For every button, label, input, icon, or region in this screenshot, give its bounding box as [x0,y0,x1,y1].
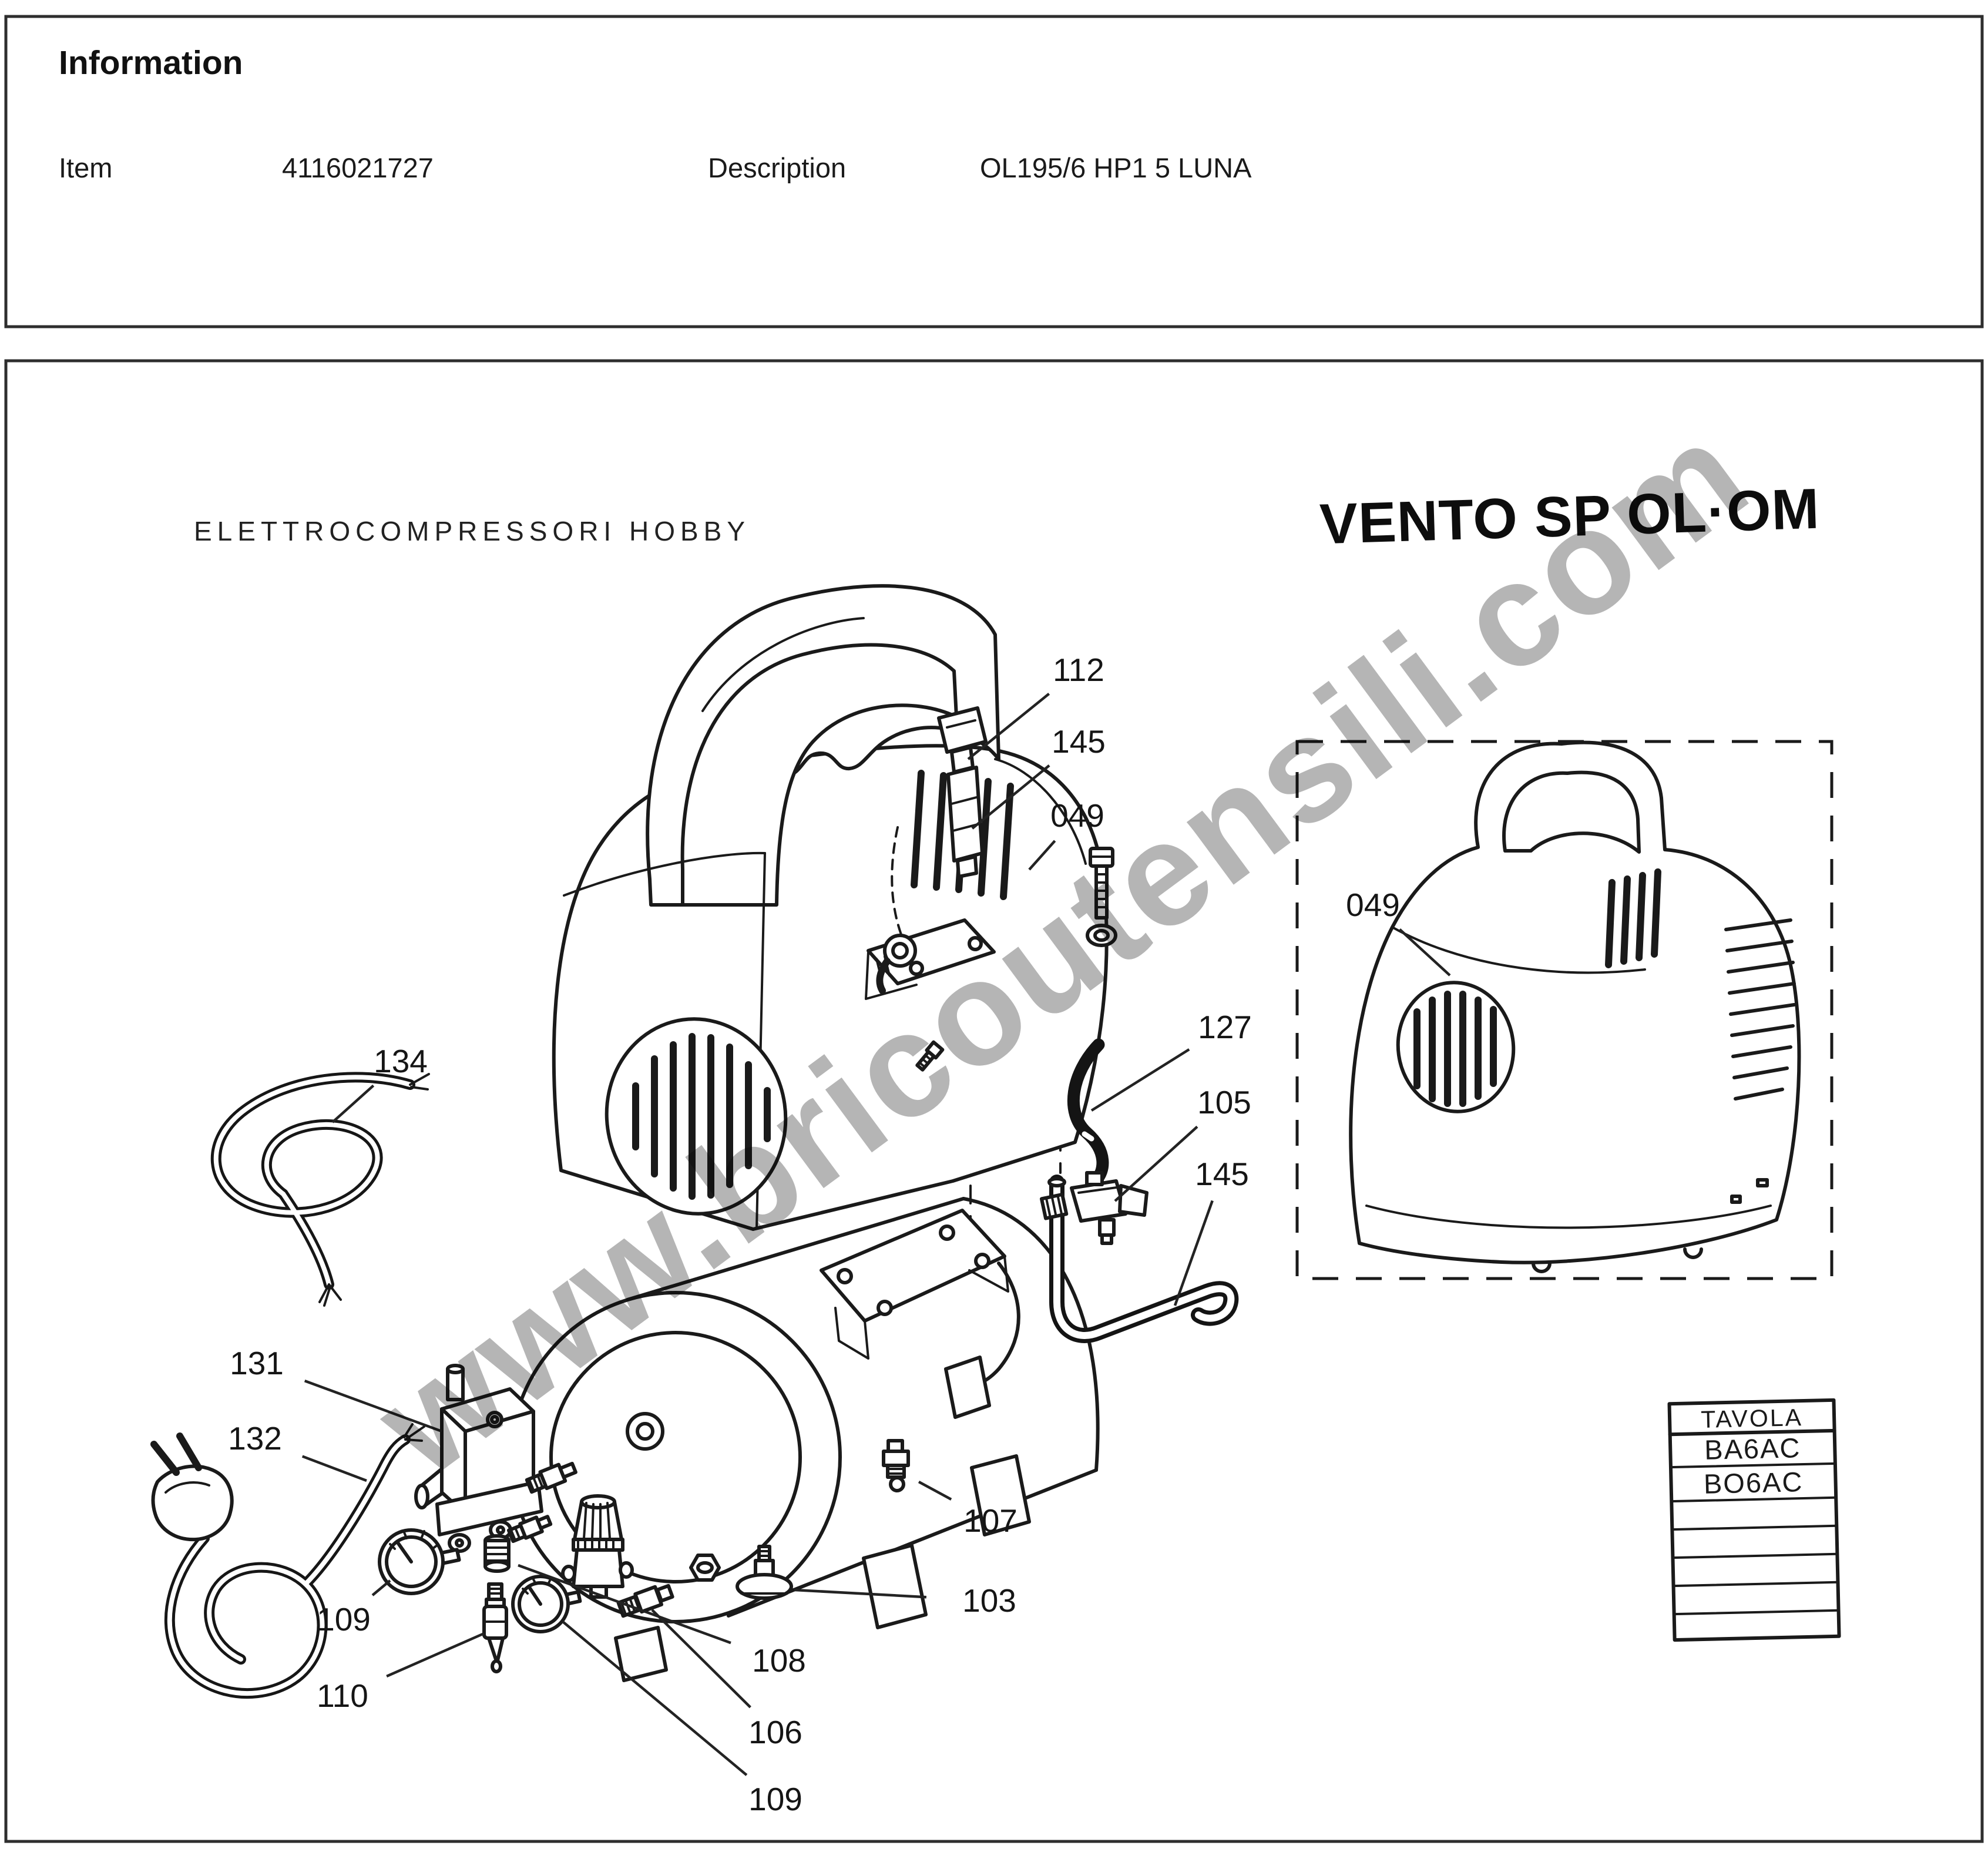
leader-line-110 [386,1632,485,1678]
leader-line-112 [967,692,1050,760]
leader-line-132 [301,1455,367,1482]
leader-line-106 [651,1609,751,1709]
model-title: VENTO SP OL·OM [1319,477,1821,556]
inset-border [1295,740,1833,1280]
part-label-127: 127 [1198,1009,1252,1045]
item-label: Item [59,152,112,183]
exploded-view: TAVOLA BA6AC BO6AC [150,584,1841,1699]
inset-top-vent [1605,868,1661,968]
leader-line-127 [1090,1048,1190,1112]
tavola-code-ba6ac: BA6AC [1704,1432,1801,1465]
check-valve [482,1582,508,1673]
knurled-plug [483,1534,511,1573]
tavola-code-bo6ac: BO6AC [1703,1466,1804,1499]
leader-line-103 [794,1588,926,1599]
carry-handle [646,584,1000,907]
small-screw [915,1040,945,1072]
assembled-unit-inset [1295,740,1833,1280]
drain-valve [882,1439,910,1492]
leader-line-108 [518,1564,731,1645]
inset-front-vent [1413,991,1497,1107]
power-plug-cable [150,1423,425,1699]
part-label-049-top: 049 [1050,797,1104,834]
leader-line-109-bottom [562,1620,748,1776]
outlet-valve [1039,1171,1149,1245]
hex-nipple [525,1461,577,1494]
part-label-103: 103 [962,1582,1016,1619]
rubber-foot [736,1545,793,1600]
description-label: Description [708,152,846,183]
info-title: Information [59,44,243,82]
part-label-105: 105 [1197,1084,1251,1120]
outlet-pipe [1047,1175,1239,1343]
leader-line-109-left [371,1579,391,1596]
vent-grille-front [605,1017,788,1216]
part-label-145-top: 145 [1052,723,1106,760]
part-label-110: 110 [317,1677,368,1714]
tank-foot-tab [614,1626,668,1682]
part-label-106: 106 [748,1714,802,1750]
inset-side-vent [1724,918,1796,1101]
tavola-table: TAVOLA BA6AC BO6AC [1667,1398,1841,1642]
part-label-108: 108 [752,1642,806,1679]
pressure-switch [414,1364,543,1553]
pump-head-bracket [865,918,996,1072]
part-label-107: 107 [963,1502,1017,1539]
pressure-gauge [378,1528,461,1595]
part-label-134: 134 [374,1043,428,1079]
part-label-049-inset: 049 [1346,887,1400,923]
leader-line-049-inset [1399,928,1451,977]
part-label-145-right: 145 [1195,1156,1249,1192]
part-labels-layer: 112 145 049 127 105 145 134 131 132 109 110 107 103 1… [228,652,1451,1817]
leader-line-145-top [971,764,1050,830]
part-label-109-bottom: 109 [748,1781,802,1817]
mounting-screw [1086,847,1117,947]
outlet-fitting [616,1583,674,1618]
leader-line-049-top [1028,840,1056,871]
part-label-112: 112 [1053,652,1104,688]
series-title: ELETTROCOMPRESSORI HOBBY [194,516,750,546]
hex-nipple [506,1515,553,1544]
leader-line-145-right [1173,1200,1214,1306]
outlet-hose [1067,1038,1109,1186]
leader-line-107 [918,1481,952,1501]
part-label-109-left: 109 [317,1601,371,1638]
tank-nut [689,1554,721,1582]
motor-wire-coil [210,1072,430,1307]
tavola-header: TAVOLA [1701,1404,1804,1433]
leader-line-134 [331,1084,375,1123]
part-label-132: 132 [228,1420,282,1457]
description-value: OL195/6 HP1 5 LUNA [980,152,1252,183]
tank-foot-tab [970,1454,1031,1536]
leader-line-105 [1114,1125,1198,1202]
pressure-gauge-2 [511,1575,582,1633]
leader-line-131 [304,1379,442,1433]
item-value: 4116021727 [282,152,434,183]
part-label-131: 131 [230,1345,284,1381]
info-panel [4,15,1984,328]
tank-foot-tab [862,1544,928,1629]
compressor-shroud [552,584,1109,1231]
air-tank [509,1197,1100,1682]
cover-latch [937,706,988,878]
tank-bracket [820,1209,1020,1419]
